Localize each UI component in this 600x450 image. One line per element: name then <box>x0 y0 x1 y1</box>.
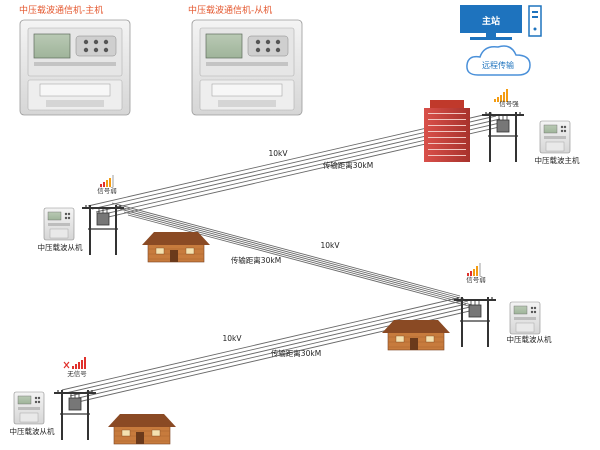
master-unit-label: 中压载波主机 <box>535 155 580 165</box>
house-3 <box>107 413 177 445</box>
slave-unit-3-label: 中压载波从机 <box>10 426 55 436</box>
slave-unit-3-device <box>13 391 45 425</box>
line-1-distance: 传输距离30kM <box>323 160 373 170</box>
signal-none-icon <box>63 357 86 369</box>
cloud-icon <box>466 45 531 76</box>
slave-unit-1-label: 中压载波从机 <box>38 242 83 252</box>
line-2-voltage: 10kV <box>320 241 340 250</box>
line-2-distance: 传输距离30kM <box>231 255 281 265</box>
house-2 <box>381 319 451 351</box>
signal-weak-icon-2 <box>467 263 481 276</box>
pole-group-master <box>481 111 525 163</box>
signal-weak-label-1: 信号弱 <box>97 186 117 195</box>
master-station-label: 主站 <box>482 15 500 27</box>
line-2-wires <box>111 202 477 309</box>
pole-group-slave-1 <box>81 204 125 256</box>
cloud-label: 远程传输 <box>482 60 514 70</box>
slave-unit-2-device <box>509 301 541 335</box>
line-1-voltage: 10kV <box>268 149 288 158</box>
master-title: 中压载波通信机-主机 <box>19 4 103 16</box>
pole-group-slave-2 <box>453 296 497 348</box>
master-unit-device <box>539 120 571 154</box>
house-1 <box>141 231 211 263</box>
line-3-voltage: 10kV <box>222 334 242 343</box>
office-building <box>424 100 470 162</box>
slave-unit-1-device <box>43 207 75 241</box>
signal-strong-icon <box>494 89 508 102</box>
slave-device-photo <box>191 19 303 116</box>
slave-title: 中压载波通信机-从机 <box>188 4 272 16</box>
signal-strong-label: 信号强 <box>499 99 519 108</box>
line-3-distance: 传输距离30kM <box>271 348 321 358</box>
pole-group-slave-3 <box>53 389 97 441</box>
master-station-computer <box>460 5 542 40</box>
signal-weak-label-2: 信号弱 <box>466 275 486 284</box>
signal-none-label: 无信号 <box>67 369 87 378</box>
slave-unit-2-label: 中压载波从机 <box>507 334 552 344</box>
master-device-photo <box>19 19 131 116</box>
signal-weak-icon-1 <box>100 175 114 187</box>
